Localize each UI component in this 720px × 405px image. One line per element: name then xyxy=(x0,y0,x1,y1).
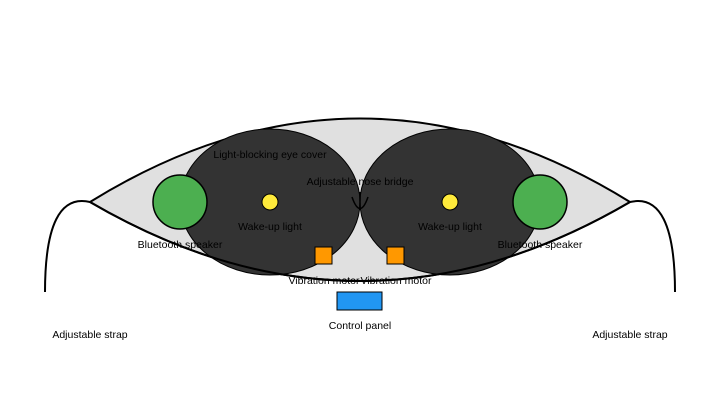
label-nose-bridge: Adjustable nose bridge xyxy=(307,176,414,188)
label-vibration-motor-left: Vibration motor xyxy=(288,275,360,287)
vibration-motor-left xyxy=(314,246,333,265)
wake-up-light-right xyxy=(441,193,459,211)
label-bluetooth-speaker-right: Bluetooth speaker xyxy=(498,239,583,251)
label-vibration-motor-right: Vibration motor xyxy=(360,275,432,287)
label-wake-up-light-right: Wake-up light xyxy=(418,221,482,233)
label-wake-up-light-left: Wake-up light xyxy=(238,221,302,233)
vibration-motor-right xyxy=(386,246,405,265)
label-eye-cover: Light-blocking eye cover xyxy=(213,149,327,161)
label-strap-right: Adjustable strap xyxy=(592,329,667,341)
mask-lower-outline xyxy=(89,201,631,282)
bluetooth-speaker-right xyxy=(512,174,568,230)
label-strap-left: Adjustable strap xyxy=(52,329,127,341)
label-bluetooth-speaker-left: Bluetooth speaker xyxy=(138,239,223,251)
wake-up-light-left xyxy=(261,193,279,211)
label-control-panel: Control panel xyxy=(329,320,391,332)
bluetooth-speaker-left xyxy=(152,174,208,230)
strap-right xyxy=(629,200,676,293)
strap-left xyxy=(44,200,91,293)
control-panel xyxy=(336,291,383,311)
